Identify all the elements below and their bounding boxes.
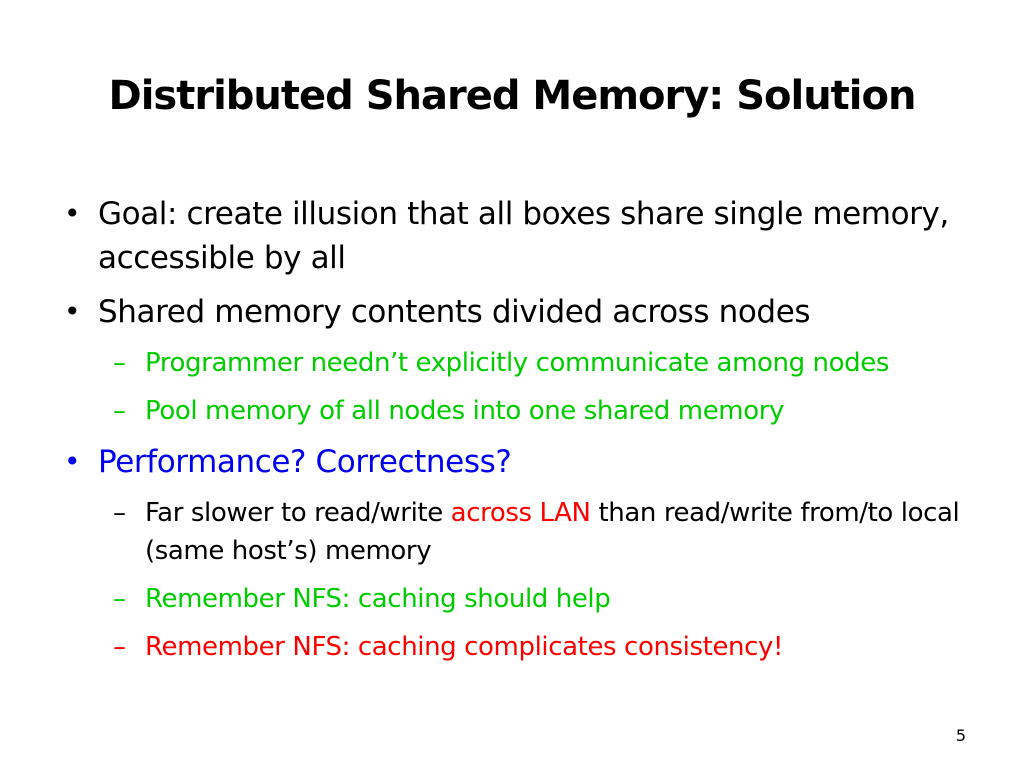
dash-icon: –: [113, 498, 126, 528]
sub-bullet-text: Pool memory of all nodes into one shared…: [145, 396, 785, 426]
sub-bullet-text-after: than read/write from/to local (same host…: [145, 498, 960, 566]
bullet-text: Performance? Correctness?: [98, 444, 512, 480]
bullet-icon: •: [64, 295, 81, 328]
sub-bullet-nfs-complicates: – Remember NFS: caching complicates cons…: [60, 628, 960, 666]
bullet-text: Shared memory contents divided across no…: [98, 294, 811, 330]
sub-bullet-text-before: Far slower to read/write: [145, 498, 451, 528]
bullet-icon: •: [64, 445, 81, 478]
bullet-text: Goal: create illusion that all boxes sha…: [98, 196, 949, 276]
dash-icon: –: [113, 396, 126, 426]
sub-bullet-programmer: – Programmer needn’t explicitly communic…: [60, 344, 960, 382]
dash-icon: –: [113, 584, 126, 614]
sub-bullet-nfs-help: – Remember NFS: caching should help: [60, 580, 960, 618]
page-number: 5: [955, 726, 966, 745]
dash-icon: –: [113, 348, 126, 378]
bullet-performance: • Performance? Correctness?: [60, 440, 960, 484]
sub-bullet-far-slower: – Far slower to read/write across LAN th…: [60, 494, 960, 570]
sub-bullet-pool-memory: – Pool memory of all nodes into one shar…: [60, 392, 960, 430]
sub-bullet-text: Remember NFS: caching complicates consis…: [145, 632, 784, 662]
highlight-across-lan: across LAN: [450, 498, 591, 528]
bullet-icon: •: [64, 197, 81, 230]
bullet-shared-memory: • Shared memory contents divided across …: [60, 290, 960, 334]
bullet-goal: • Goal: create illusion that all boxes s…: [60, 192, 960, 280]
sub-bullet-text: Programmer needn’t explicitly communicat…: [145, 348, 889, 378]
dash-icon: –: [113, 632, 126, 662]
sub-bullet-text: Remember NFS: caching should help: [145, 584, 611, 614]
slide-body: • Goal: create illusion that all boxes s…: [60, 192, 960, 676]
slide-title: Distributed Shared Memory: Solution: [108, 73, 917, 119]
